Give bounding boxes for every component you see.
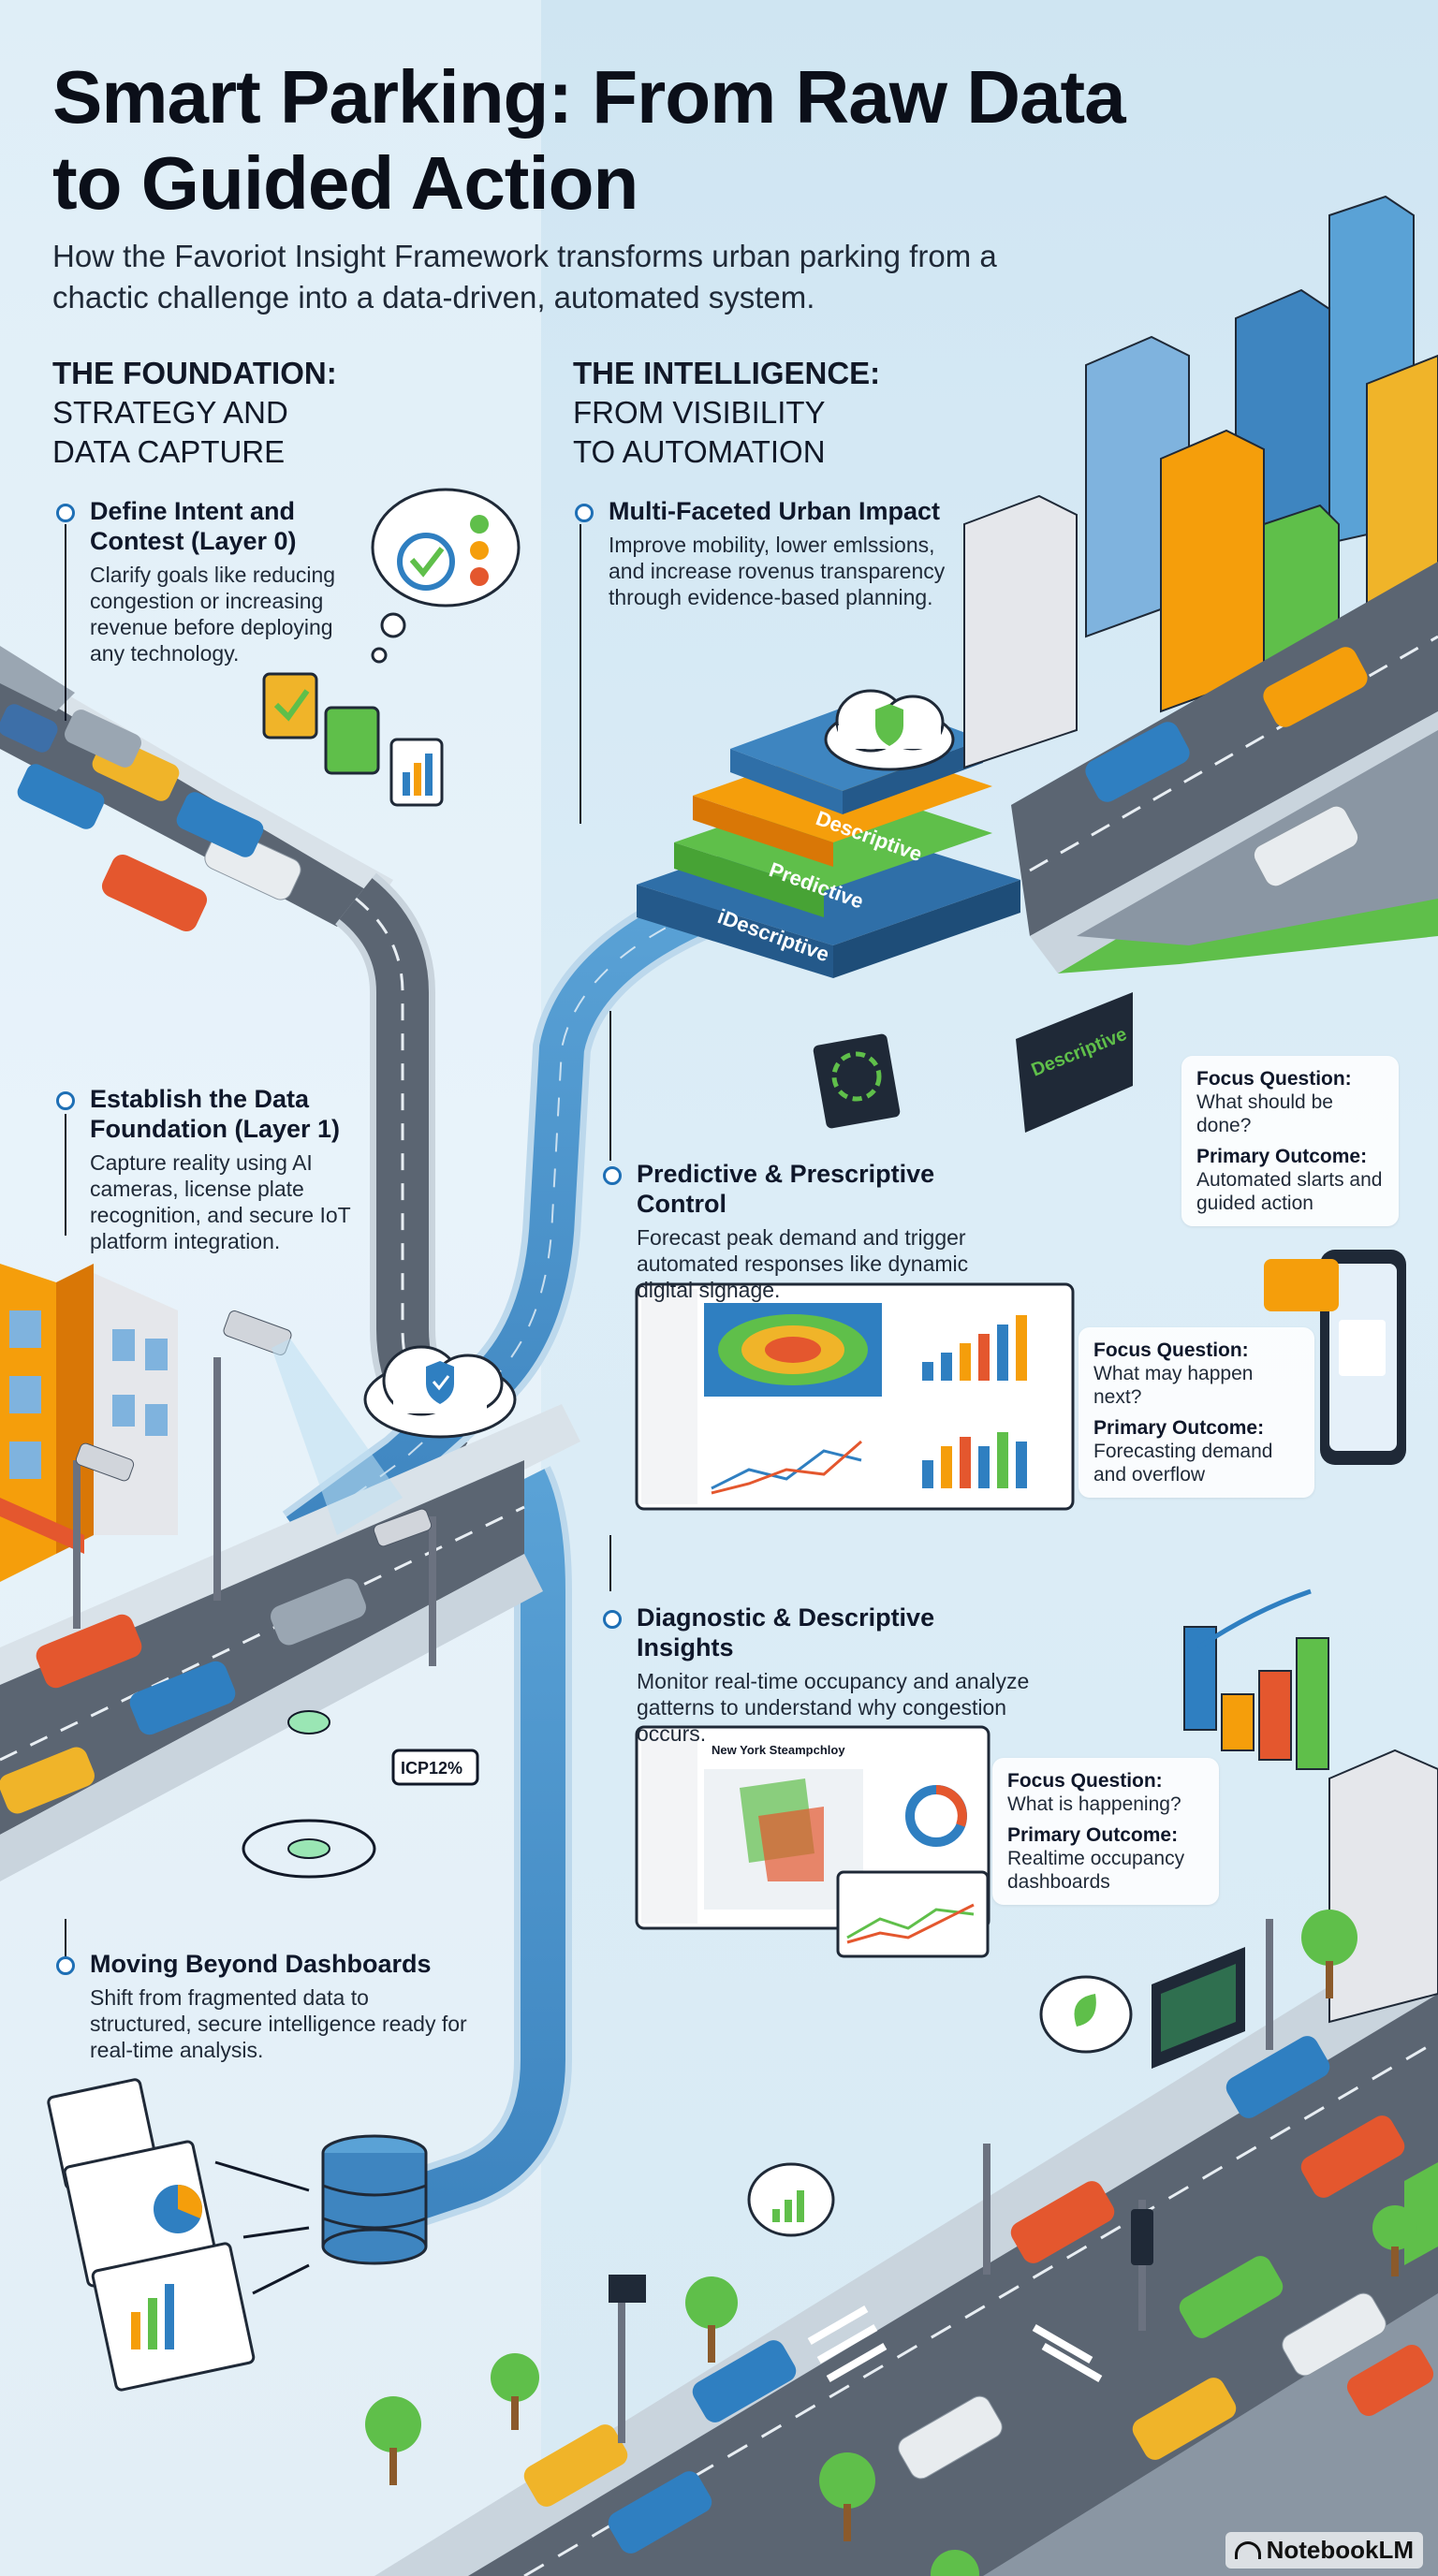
intelligence-item-title: Predictive & Prescriptive Control <box>637 1160 935 1218</box>
city-cars-top <box>1085 647 1368 887</box>
focus-card-prescriptive: Focus Question: What should be done? Pri… <box>1181 1056 1399 1226</box>
focus-card-descriptive: Focus Question: What is happening? Prima… <box>992 1758 1219 1905</box>
city-cars-bottom <box>523 2036 1434 2554</box>
focus-question-label: Focus Question: <box>1093 1339 1249 1361</box>
foundation-item-layer1: Establish the Data Foundation (Layer 1) … <box>56 1084 389 1254</box>
intelligence-item-predictive: Predictive & Prescriptive Control Foreca… <box>603 1159 1030 1303</box>
left-building <box>0 1264 178 1582</box>
intelligence-item-title: Multi-Faceted Urban Impact <box>609 497 941 525</box>
timeline-lines <box>65 524 611 1956</box>
focus-card-predictive: Focus Question: What may happen next? Pr… <box>1078 1327 1314 1498</box>
moving-cars <box>0 1578 366 1814</box>
focus-question-label: Focus Question: <box>1007 1770 1163 1792</box>
goal-icons <box>262 672 444 807</box>
trees <box>365 1910 1417 2576</box>
status-sign <box>813 1033 901 1129</box>
focus-question: What is happening? <box>1007 1793 1181 1815</box>
foundation-item-text: Capture reality using AI cameras, licens… <box>90 1150 351 1253</box>
digital-signage <box>1016 992 1133 1133</box>
timeline-dot <box>56 1956 75 1975</box>
intelligence-item-text: Monitor real-time occupancy and analyze … <box>637 1669 1030 1746</box>
ground-sensors <box>242 1710 376 1879</box>
foundation-item-layer0: Define Intent and Contest (Layer 0) Clar… <box>56 496 361 666</box>
fragmented-dashboards <box>47 2078 256 2392</box>
intelligence-item-text: Improve mobility, lower emlssions, and i… <box>609 533 946 609</box>
foundation-item-text: Clarify goals like reducing congestion o… <box>90 563 336 666</box>
foundation-heading-line2: DATA CAPTURE <box>52 434 286 469</box>
intelligence-heading-line1: FROM VISIBILITY <box>573 395 826 430</box>
foundation-item-text: Shift from fragmented data to structured… <box>90 1985 467 2062</box>
predictive-dashboard <box>635 1282 1075 1511</box>
notebooklm-badge: NotebookLM <box>1225 2532 1423 2569</box>
growth-bar-chart-icon <box>1183 1588 1329 1770</box>
foundation-item-title: Define Intent and Contest (Layer 0) <box>90 497 297 555</box>
data-flow-stream <box>282 871 741 2228</box>
page-title: Smart Parking: From Raw Data to Guided A… <box>52 55 1126 225</box>
secure-cloud-left <box>363 1345 517 1439</box>
badge-label: NotebookLM <box>1266 2536 1414 2564</box>
intelligence-item-text: Forecast peak demand and trigger automat… <box>637 1225 969 1302</box>
timeline-dot <box>603 1166 622 1185</box>
primary-outcome: Realtime occupancy dashboards <box>1007 1848 1185 1893</box>
intelligence-item-impact: Multi-Faceted Urban Impact Improve mobil… <box>575 496 964 610</box>
page-subtitle: How the Favoriot Insight Framework trans… <box>52 239 997 315</box>
foundation-item-title: Moving Beyond Dashboards <box>90 1950 432 1978</box>
intelligence-heading: THE INTELLIGENCE: FROM VISIBILITY TO AUT… <box>573 354 880 472</box>
parked-cars-congestion <box>0 704 301 932</box>
green-billboard <box>1152 1947 1245 2069</box>
database-icon <box>321 2134 428 2265</box>
primary-outcome: Automated slarts and guided action <box>1196 1169 1383 1214</box>
timeline-dot <box>56 1091 75 1110</box>
foundation-item-title: Establish the Data Foundation (Layer 1) <box>90 1085 341 1143</box>
street-poles <box>609 1919 1273 2443</box>
notebooklm-logo-icon <box>1234 2541 1261 2559</box>
foundation-heading-line1: STRATEGY AND <box>52 395 288 430</box>
goals-thought-bubble <box>371 488 521 664</box>
primary-outcome-label: Primary Outcome: <box>1093 1417 1265 1439</box>
phone-alert <box>1264 1250 1406 1465</box>
intelligence-heading-strong: THE INTELLIGENCE: <box>573 356 881 390</box>
camera-street <box>0 1404 580 1881</box>
growth-bubble <box>747 2162 835 2237</box>
forecast-bars-bottom <box>922 1432 1027 1488</box>
city-skyline <box>963 195 1438 769</box>
timeline-dot <box>603 1610 622 1629</box>
plate-readout <box>391 1749 479 1786</box>
secure-cloud-top <box>824 689 955 771</box>
diagnostic-dashboard <box>635 1725 990 1958</box>
ai-camera-pole <box>73 1310 436 1666</box>
foundation-item-dashboards: Moving Beyond Dashboards Shift from frag… <box>56 1949 474 2063</box>
foundation-heading-strong: THE FOUNDATION: <box>52 356 337 390</box>
primary-outcome: Forecasting demand and overflow <box>1093 1441 1273 1486</box>
primary-outcome-label: Primary Outcome: <box>1196 1146 1368 1167</box>
timeline-dot <box>56 504 75 522</box>
arrows-to-database <box>214 2160 310 2295</box>
intelligence-item-diagnostic: Diagnostic & Descriptive Insights Monito… <box>603 1603 1030 1747</box>
focus-question: What may happen next? <box>1093 1363 1254 1408</box>
crosswalk <box>807 2305 1103 2382</box>
primary-outcome-label: Primary Outcome: <box>1007 1824 1179 1846</box>
leaf-bubble <box>1039 1975 1133 2054</box>
foundation-heading: THE FOUNDATION: STRATEGY AND DATA CAPTUR… <box>52 354 337 472</box>
intelligence-heading-line2: TO AUTOMATION <box>573 434 826 469</box>
timeline-dot <box>575 504 594 522</box>
focus-question: What should be done? <box>1196 1091 1333 1136</box>
forecast-bars-top <box>922 1315 1027 1381</box>
intelligence-item-title: Diagnostic & Descriptive Insights <box>637 1603 935 1661</box>
focus-question-label: Focus Question: <box>1196 1068 1352 1090</box>
